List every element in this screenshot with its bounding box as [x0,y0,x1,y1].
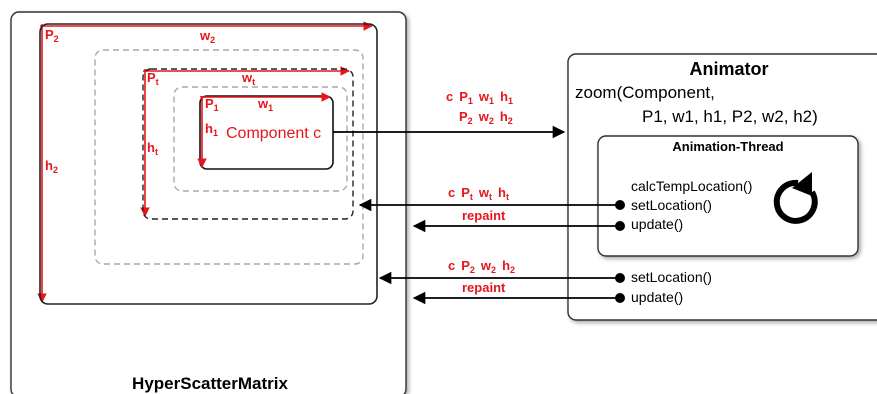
p2-label: P2 [45,27,59,44]
update-label: update() [631,216,683,232]
wt-label: wt [241,70,255,87]
zoom-call-line2: P1, w1, h1, P2, w2, h2) [642,107,818,126]
set-location-label-2: setLocation() [631,269,712,285]
repaint-arrow-2: repaint [412,280,625,305]
component-c-box: P1 w1 h1 Component c [197,92,334,170]
w1-label: w1 [257,96,273,113]
animator-title: Animator [689,59,768,79]
zoom-call-line1: zoom(Component, [575,83,715,102]
repaint-label-1: repaint [462,208,506,223]
intermediate-frame-inner [173,86,348,192]
circular-arrow-icon [773,172,818,224]
h2-label: h2 [45,158,58,175]
calc-temp-location-label: calcTempLocation() [631,178,752,194]
ht-label: ht [147,140,158,157]
pt-label: Pt [147,70,159,87]
outer-bounds-frame: P2 w2 h2 [37,21,378,305]
p1-label: P1 [205,96,219,113]
set-location-label: setLocation() [631,197,712,213]
repaint-arrow-1: repaint [412,208,625,233]
h1-label: h1 [205,121,218,138]
hyperscattermatrix-title: HyperScatterMatrix [132,374,288,393]
animation-thread-box: Animation-Thread calcTempLocation() setL… [597,135,859,257]
w2-label: w2 [199,28,215,45]
animation-thread-title: Animation-Thread [672,139,783,154]
intermediate-frame-outer [94,49,364,265]
temp-bounds-frame: Pt wt ht [140,66,354,220]
repaint-label-2: repaint [462,280,506,295]
update-label-2: update() [631,289,683,305]
component-c-label: Component c [226,125,321,142]
